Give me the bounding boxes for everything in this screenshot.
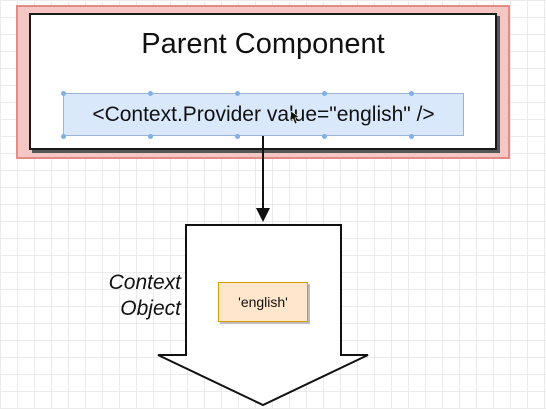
context-object-label: Context Object: [84, 270, 181, 322]
context-value-label: 'english': [238, 294, 288, 310]
context-provider-box[interactable]: <Context.Provider value="english" />: [63, 93, 464, 136]
context-provider-label: <Context.Provider value="english" />: [92, 102, 435, 126]
provider-resize-handle[interactable]: [61, 91, 66, 96]
provider-resize-handle[interactable]: [409, 91, 414, 96]
context-label-line-1: Context: [108, 271, 181, 294]
provider-resize-handle[interactable]: [235, 134, 240, 139]
context-value-box[interactable]: 'english': [218, 282, 308, 322]
provider-resize-handle[interactable]: [322, 91, 327, 96]
arrowhead-icon: [256, 208, 270, 222]
provider-resize-handle[interactable]: [409, 134, 414, 139]
provider-resize-handle[interactable]: [148, 91, 153, 96]
parent-component-title: Parent Component: [141, 28, 385, 60]
provider-resize-handle[interactable]: [61, 134, 66, 139]
context-label-line-2: Object: [120, 297, 181, 320]
provider-resize-handle[interactable]: [148, 134, 153, 139]
provider-resize-handle[interactable]: [235, 91, 240, 96]
provider-resize-handle[interactable]: [322, 134, 327, 139]
